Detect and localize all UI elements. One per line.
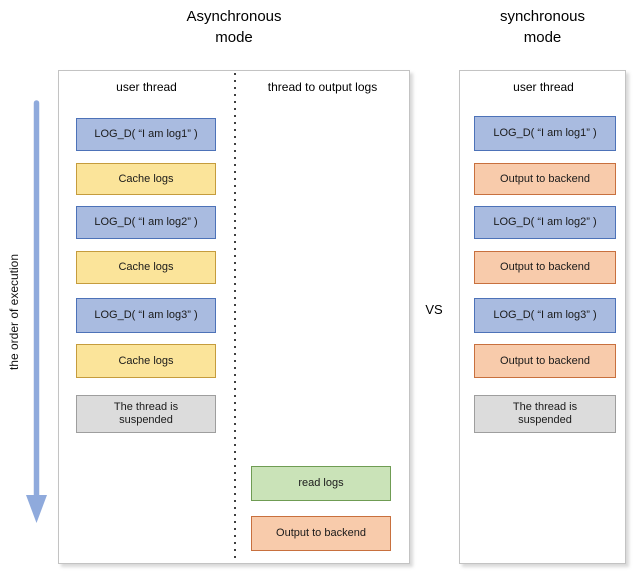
execution-order-label: the order of execution bbox=[7, 253, 21, 371]
flow-box-label: LOG_D( “I am log3” ) bbox=[94, 309, 198, 321]
flow-box-cache: Cache logs bbox=[76, 344, 216, 378]
async-mode-title: Asynchronous mode bbox=[186, 8, 282, 46]
flow-box-cache: Cache logs bbox=[76, 251, 216, 284]
column-header-user-thread: user thread bbox=[513, 80, 574, 94]
flow-box-log: LOG_D( “I am log2” ) bbox=[76, 206, 216, 239]
flow-box-label: Cache logs bbox=[118, 354, 174, 367]
flow-box-label: read logs bbox=[298, 477, 344, 489]
flow-box-label: The thread is suspended bbox=[113, 401, 179, 426]
flow-box-label: Output to backend bbox=[276, 527, 366, 539]
flow-box-label: Output to backend bbox=[500, 261, 590, 273]
flow-box-label: The thread is suspended bbox=[512, 401, 578, 426]
thread-divider-dotted-line bbox=[234, 73, 236, 561]
flow-box-output: Output to backend bbox=[474, 163, 616, 195]
flow-box-label: Output to backend bbox=[500, 172, 590, 185]
flow-box-log: LOG_D( “I am log3” ) bbox=[474, 298, 616, 333]
flow-box-log: LOG_D( “I am log3” ) bbox=[76, 298, 216, 333]
sync-panel: user thread LOG_D( “I am log1” ) Output t… bbox=[459, 70, 626, 564]
flow-box-read: read logs bbox=[251, 466, 391, 501]
async-panel: user thread thread to output logs LOG_D(… bbox=[58, 70, 410, 564]
sync-mode-title: synchronous mode bbox=[499, 8, 586, 46]
flow-box-log: LOG_D( “I am log1” ) bbox=[474, 116, 616, 151]
flow-box-label: LOG_D( “I am log1” ) bbox=[493, 127, 597, 139]
flow-box-suspended: The thread is suspended bbox=[76, 395, 216, 433]
column-header-output-thread: thread to output logs bbox=[267, 80, 378, 94]
flow-box-log: LOG_D( “I am log2” ) bbox=[474, 206, 616, 239]
flow-box-suspended: The thread is suspended bbox=[474, 395, 616, 433]
flow-box-output: Output to backend bbox=[474, 251, 616, 284]
flow-box-label: Cache logs bbox=[118, 172, 174, 185]
flow-box-output: Output to backend bbox=[251, 516, 391, 551]
flow-box-label: LOG_D( “I am log3” ) bbox=[493, 309, 597, 321]
flow-box-label: LOG_D( “I am log2” ) bbox=[493, 216, 597, 228]
arrow-head bbox=[26, 495, 47, 523]
flow-box-log: LOG_D( “I am log1” ) bbox=[76, 118, 216, 151]
down-arrow-icon bbox=[26, 100, 47, 523]
flow-box-label: Output to backend bbox=[500, 354, 590, 367]
flow-box-label: Cache logs bbox=[118, 261, 174, 273]
flow-box-label: LOG_D( “I am log2” ) bbox=[94, 216, 198, 228]
flow-box-label: LOG_D( “I am log1” ) bbox=[94, 128, 198, 140]
flow-box-cache: Cache logs bbox=[76, 163, 216, 195]
vs-label: VS bbox=[425, 302, 443, 317]
flow-box-output: Output to backend bbox=[474, 344, 616, 378]
column-header-user-thread: user thread bbox=[116, 80, 177, 94]
